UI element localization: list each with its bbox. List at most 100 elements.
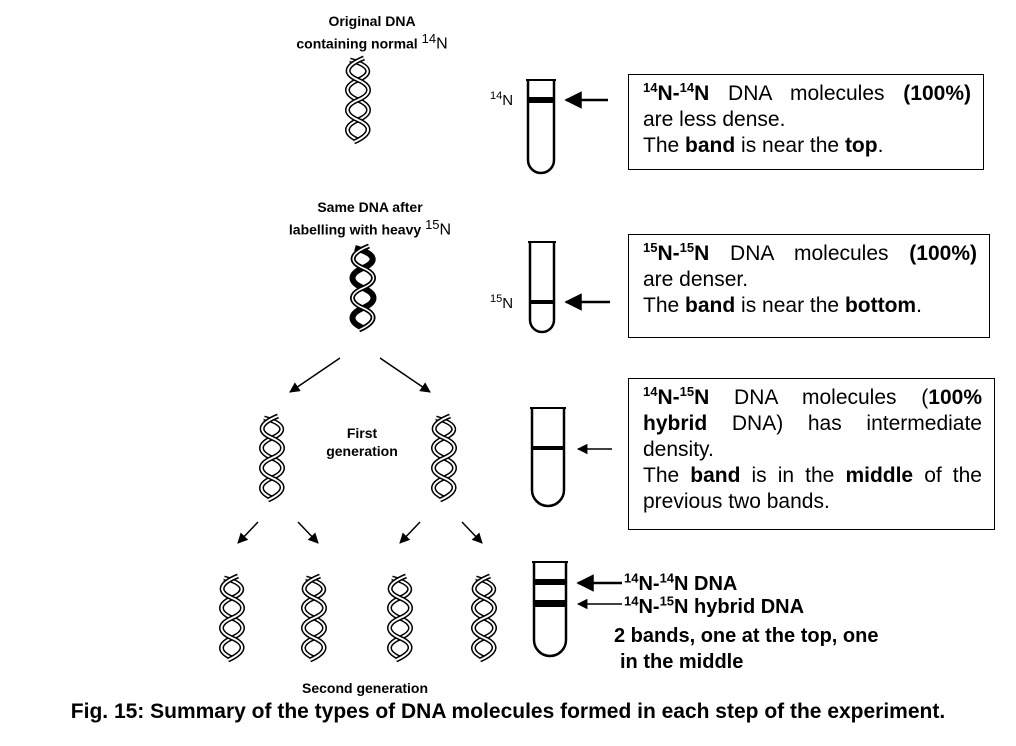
figure-caption: Fig. 15: Summary of the types of DNA mol… bbox=[70, 700, 946, 723]
box3-mid: DNA molecules ( bbox=[709, 386, 929, 409]
box1-mid: DNA molecules bbox=[709, 82, 904, 105]
gen2-a-e1: N- bbox=[638, 573, 660, 595]
box1-l3a: The bbox=[643, 134, 686, 157]
gen2-a-e2: N DNA bbox=[674, 573, 738, 595]
box2-m2: 15 bbox=[679, 240, 695, 255]
first-gen-line1: First bbox=[346, 425, 378, 441]
box2-l3d: bottom bbox=[844, 294, 917, 317]
box3-line2: hybrid DNA) has intermediate bbox=[643, 411, 982, 437]
box2-l3e: . bbox=[916, 294, 922, 317]
box1-l3d: top bbox=[844, 134, 878, 157]
box1-line1: 14N-14N DNA molecules (100%) bbox=[643, 81, 971, 107]
box1-e1: N- bbox=[657, 82, 680, 105]
box3-l4a: The bbox=[643, 464, 691, 487]
gen2-a-m1: 14 bbox=[624, 570, 639, 586]
original-dna-helix bbox=[348, 58, 369, 142]
arrow-to-first-gen-left bbox=[289, 357, 341, 393]
box3-l2a: hybrid bbox=[643, 412, 708, 435]
box-14n-14n: 14N-14N DNA molecules (100%) are less de… bbox=[628, 74, 984, 170]
box2-l3b: band bbox=[685, 294, 736, 317]
tube1-label: 14N bbox=[490, 90, 513, 109]
box2-e1: N- bbox=[657, 242, 680, 265]
box1-l3c: is near the bbox=[735, 134, 845, 157]
band-gen2-14n bbox=[534, 579, 566, 585]
box1-m2: 14 bbox=[679, 80, 695, 95]
labelled-iso-mass: 15 bbox=[425, 217, 440, 232]
second-gen-helix-3 bbox=[390, 576, 411, 660]
gen2-b-m1: 14 bbox=[624, 593, 639, 609]
second-generation-label: Second generation bbox=[301, 680, 429, 696]
gen2-b-e2: N hybrid DNA bbox=[674, 596, 805, 618]
tube-second-gen bbox=[532, 561, 568, 658]
box1-line3: The band is near the top. bbox=[643, 133, 971, 159]
gen2-band-a-label: 14N-14N DNA bbox=[624, 571, 737, 597]
second-gen-helix-1 bbox=[222, 576, 243, 660]
gen2-summary-line2: in the middle bbox=[620, 651, 744, 673]
arrow-gen2-4 bbox=[461, 521, 483, 544]
tube1-el: N bbox=[502, 92, 514, 109]
box3-m2: 15 bbox=[679, 384, 695, 399]
gen2-b-m2: 15 bbox=[659, 593, 675, 609]
labelled-dna-label-line1: Same DNA after bbox=[317, 199, 423, 215]
tube2-el: N bbox=[502, 295, 514, 312]
arrow-gen2-3 bbox=[399, 521, 421, 544]
box1-e2: N bbox=[694, 82, 710, 105]
first-generation-label: First generation bbox=[312, 424, 412, 460]
arrow-to-first-gen-right bbox=[379, 357, 431, 393]
box3-line3: density. bbox=[643, 438, 714, 461]
box2-line2: are denser. bbox=[643, 268, 749, 291]
original-dna-label-line2: containing normal 14N bbox=[282, 30, 462, 54]
labelled-iso-el: N bbox=[439, 221, 452, 239]
tube2-mass: 15 bbox=[490, 293, 503, 305]
tube-hybrid bbox=[530, 407, 566, 508]
box3-line1: 14N-15N DNA molecules (100% bbox=[643, 385, 982, 411]
box2-line3: The band is near the bottom. bbox=[643, 293, 977, 319]
labelled-dna-helix bbox=[353, 246, 374, 330]
box1-l3e: . bbox=[877, 134, 884, 157]
box1-m1: 14 bbox=[643, 80, 658, 95]
first-gen-helix-right bbox=[434, 416, 455, 500]
original-iso-el: N bbox=[436, 35, 448, 53]
labelled-dna-label: Same DNA after labelling with heavy 15N bbox=[270, 198, 470, 240]
tube1-mass: 14 bbox=[490, 90, 503, 102]
second-gen-helix-4 bbox=[474, 576, 495, 660]
first-gen-helix-left bbox=[262, 416, 283, 500]
box2-m1: 15 bbox=[643, 240, 658, 255]
box3-l4d: middle bbox=[845, 464, 914, 487]
box3-l4c: is in the bbox=[740, 464, 846, 487]
box2-e2: N bbox=[694, 242, 710, 265]
gen2-summary-line1: 2 bands, one at the top, one bbox=[614, 625, 879, 647]
box3-line5: previous two bands. bbox=[643, 490, 830, 513]
box3-e2: N bbox=[694, 386, 710, 409]
box2-line1: 15N-15N DNA molecules (100%) bbox=[643, 241, 977, 267]
box2-l3a: The bbox=[643, 294, 686, 317]
box3-e1: N- bbox=[657, 386, 680, 409]
gen2-b-e1: N- bbox=[638, 596, 660, 618]
box3-line4: The band is in the middle of the bbox=[643, 463, 982, 489]
tube2-label: 15N bbox=[490, 293, 513, 312]
labelled-dna-label-text: labelling with heavy bbox=[288, 221, 422, 238]
tube-14n bbox=[526, 79, 556, 175]
band-hybrid bbox=[532, 446, 564, 450]
arrow-gen2-2 bbox=[297, 521, 319, 544]
arrow-gen2-1 bbox=[237, 521, 259, 544]
tube-15n bbox=[528, 241, 556, 334]
first-gen-line2: generation bbox=[326, 443, 398, 459]
gen2-band-b-label: 14N-15N hybrid DNA bbox=[624, 594, 804, 620]
box3-l2b: DNA) has intermediate bbox=[707, 412, 982, 435]
box-15n-15n: 15N-15N DNA molecules (100%) are denser.… bbox=[628, 234, 990, 338]
box-14n-15n-hybrid: 14N-15N DNA molecules (100% hybrid DNA) … bbox=[628, 378, 995, 530]
box1-line2: are less dense. bbox=[643, 108, 786, 131]
box3-pct: 100% bbox=[928, 386, 982, 409]
original-dna-label-line1: Original DNA bbox=[328, 13, 416, 29]
original-dna-label-text: containing normal bbox=[296, 35, 418, 52]
box1-l3b: band bbox=[685, 134, 736, 157]
box2-pct: (100%) bbox=[909, 242, 977, 265]
box3-l4b: band bbox=[690, 464, 741, 487]
band-gen2-hybrid bbox=[534, 600, 566, 607]
original-iso-mass: 14 bbox=[421, 31, 437, 46]
second-gen-helix-2 bbox=[304, 576, 325, 660]
box2-l3c: is near the bbox=[735, 294, 845, 317]
gen2-a-m2: 14 bbox=[659, 570, 675, 586]
band-15n bbox=[530, 300, 554, 304]
